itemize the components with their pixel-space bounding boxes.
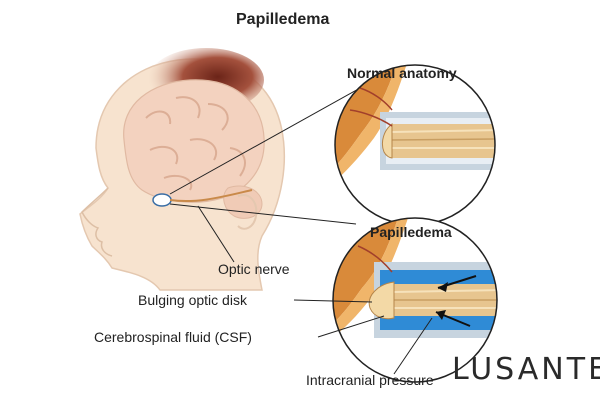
leader-pressure bbox=[393, 317, 433, 375]
brain-folds bbox=[145, 96, 246, 191]
label-csf: Cerebrospinal fluid (CSF) bbox=[94, 329, 252, 345]
watermark-logo: LUSANTE bbox=[452, 352, 600, 387]
label-optic-nerve: Optic nerve bbox=[218, 261, 290, 277]
papilledema-inset bbox=[332, 217, 498, 383]
diagram-title: Papilledema bbox=[236, 11, 330, 28]
retina-layer bbox=[335, 65, 408, 186]
head-illustration bbox=[79, 48, 285, 291]
optic-disk bbox=[381, 122, 393, 159]
label-intracranial-pressure: Intracranial pressure bbox=[306, 372, 434, 388]
panel-title-normal: Normal anatomy bbox=[347, 65, 457, 81]
label-bulging-optic-disk: Bulging optic disk bbox=[138, 292, 247, 308]
optic-nerve-path bbox=[169, 189, 253, 203]
face-profile bbox=[81, 187, 113, 257]
ear bbox=[237, 194, 258, 230]
leader-csf bbox=[317, 315, 385, 338]
panel-title-papilledema: Papilledema bbox=[370, 224, 452, 240]
zoom-line-lower bbox=[169, 203, 357, 225]
vessels bbox=[349, 87, 393, 127]
brain-outline bbox=[123, 79, 265, 203]
normal-anatomy-inset bbox=[334, 64, 496, 226]
eye-highlight bbox=[152, 193, 172, 207]
optic-nerve-body bbox=[392, 124, 495, 158]
leader-bulging-disk bbox=[293, 299, 373, 303]
leader-optic-nerve bbox=[197, 205, 235, 263]
bulging-disk bbox=[368, 281, 395, 320]
